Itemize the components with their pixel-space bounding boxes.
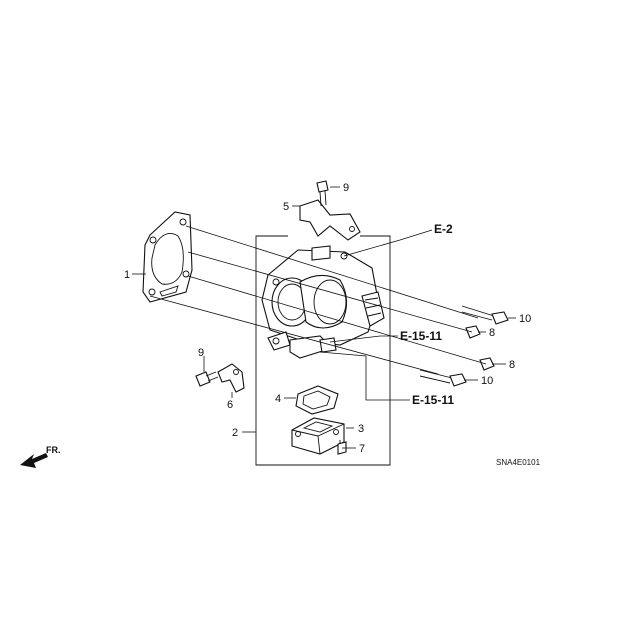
- callout-10-upper: 10: [519, 313, 531, 325]
- gasket-part-4: [295, 385, 339, 415]
- bolt-9-left: [195, 371, 219, 387]
- bolt-9-top: [316, 180, 329, 207]
- throttle-body: [261, 245, 385, 359]
- callout-7: 7: [359, 443, 365, 455]
- direction-label: FR.: [46, 445, 61, 455]
- callout-9-left: 9: [198, 347, 204, 359]
- callout-1: 1: [124, 269, 130, 281]
- reference-e-15-11-upper: E-15-11: [400, 329, 442, 343]
- bracket-part-6: [217, 363, 245, 393]
- housing-part-3: [291, 417, 345, 455]
- bolt-10-upper: [461, 305, 509, 325]
- callout-5: 5: [283, 201, 289, 213]
- callout-10-lower: 10: [481, 375, 493, 387]
- reference-e-15-11-lower: E-15-11: [412, 393, 454, 407]
- callout-2: 2: [232, 427, 238, 439]
- gasket-part-1: [142, 211, 193, 303]
- callout-8-upper: 8: [489, 327, 495, 339]
- arrow-left-down-icon: [20, 453, 48, 468]
- assembly-group-bracket: [255, 235, 391, 466]
- callout-3: 3: [358, 423, 364, 435]
- nut-8-upper: [465, 325, 481, 339]
- bolt-10-lower: [419, 369, 467, 387]
- callout-8-lower: 8: [509, 359, 515, 371]
- bracket-part-5: [299, 199, 361, 241]
- callout-6: 6: [227, 399, 233, 411]
- reference-e-2: E-2: [434, 222, 453, 236]
- diagram-code: SNA4E0101: [496, 458, 541, 467]
- callout-4: 4: [275, 393, 281, 405]
- nut-8-lower: [479, 357, 495, 371]
- callout-9-top: 9: [343, 182, 349, 194]
